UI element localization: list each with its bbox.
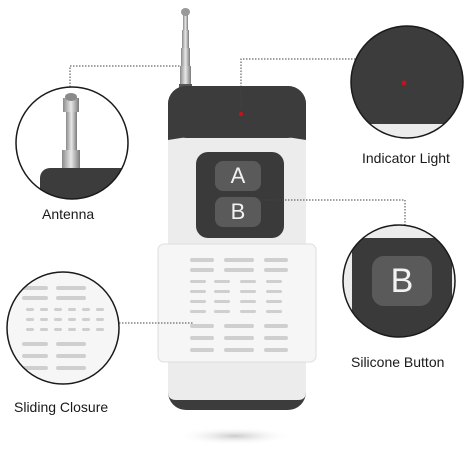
silicone-button-label: Silicone Button <box>351 354 445 370</box>
drop-shadow <box>177 427 293 445</box>
indicator-light-label: Indicator Light <box>362 150 450 166</box>
button-a-label: A <box>230 163 246 188</box>
button-b-label: B <box>230 199 246 224</box>
button-zoom-circle <box>342 224 456 338</box>
indicator-led <box>238 111 244 117</box>
zoom-button-b-label: B <box>390 262 414 300</box>
antenna-rod <box>179 8 192 89</box>
sliding-closure-label: Sliding Closure <box>14 399 109 415</box>
keypad <box>196 152 284 238</box>
callout-lines <box>69 58 406 324</box>
closure-zoom-circle <box>6 271 120 385</box>
sliding-closure <box>157 243 317 363</box>
antenna-label: Antenna <box>42 206 95 222</box>
indicator-zoom-circle <box>350 25 464 139</box>
